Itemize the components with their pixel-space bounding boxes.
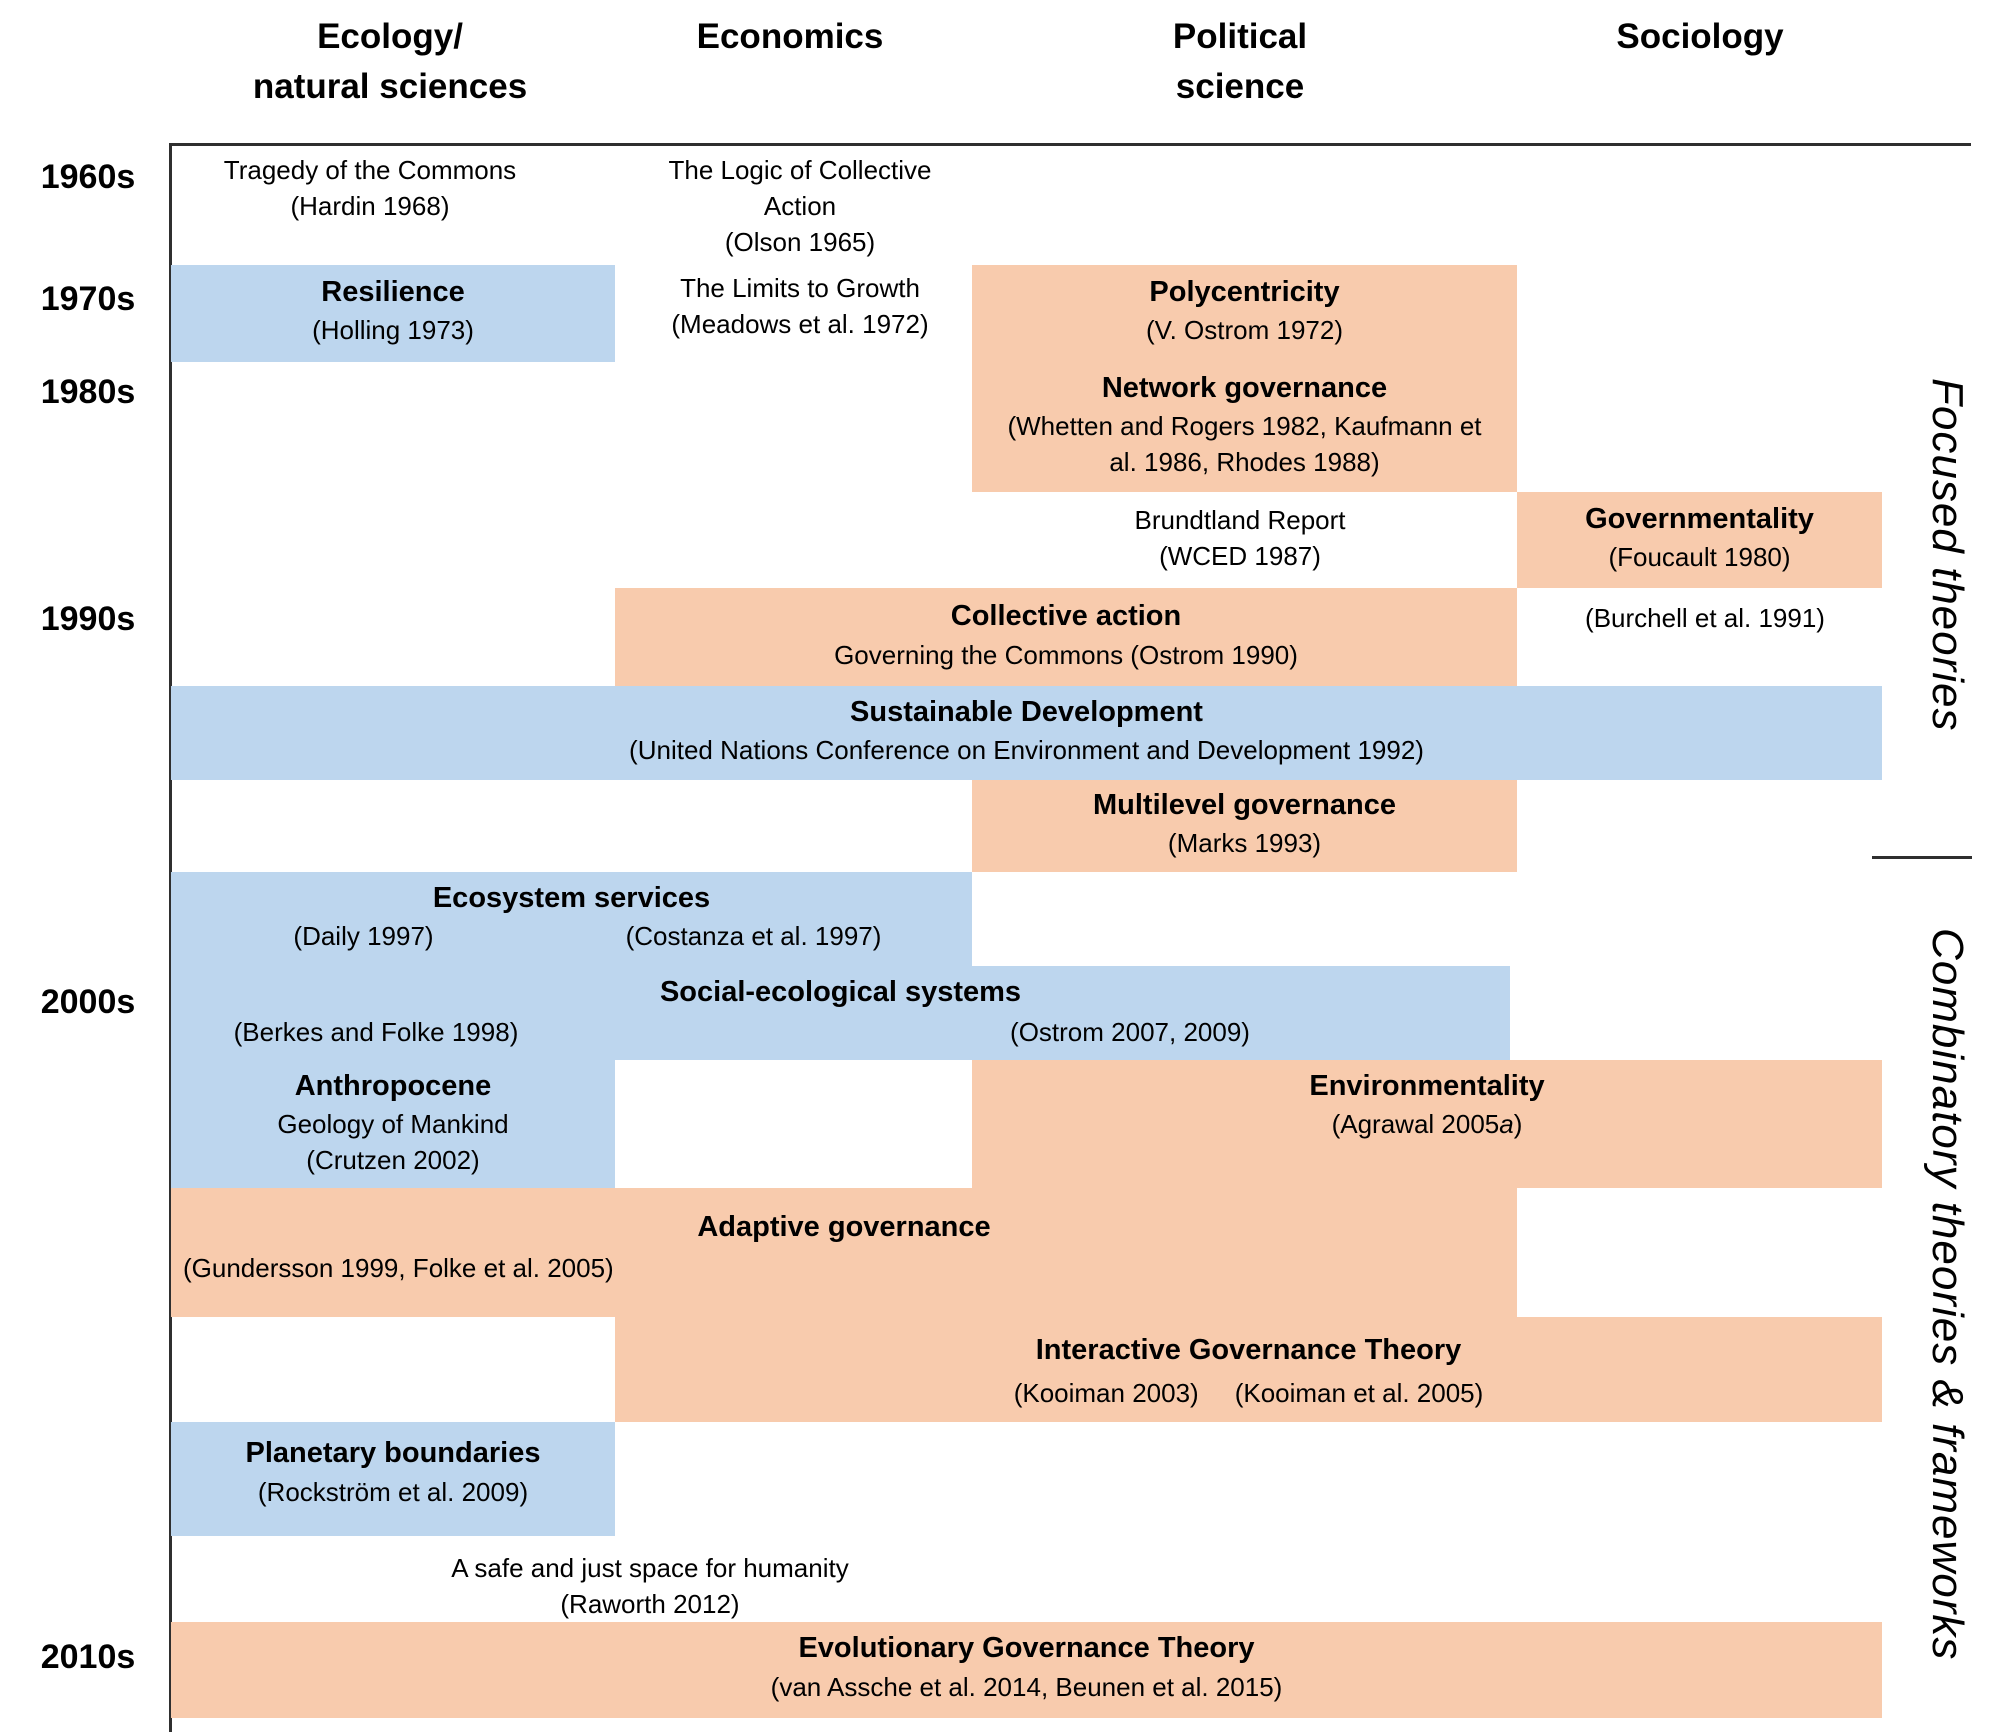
block-citation: (Gundersson 1999, Folke et al. 2005)	[183, 1253, 614, 1283]
decade-label-2010s: 2010s	[40, 1638, 136, 1676]
block-citation: (Marks 1993)	[1167, 828, 1322, 858]
side-label-divider-line	[1872, 856, 1972, 859]
text-limits-to-growth: The Limits to Growth (Meadows et al. 197…	[671, 273, 929, 339]
block-title: Sustainable Development	[850, 696, 1203, 728]
block-title: Multilevel governance	[1093, 789, 1396, 821]
text-safe-and-just-space: A safe and just space for humanity (Rawo…	[451, 1553, 849, 1619]
block-governmentality: Governmentality (Foucault 1980)	[1517, 492, 1882, 588]
side-label-combinatory-theories: Combinatory theories & frameworks	[1923, 927, 1972, 1661]
block-title: Anthropocene	[294, 1070, 492, 1102]
decade-label-1980s: 1980s	[40, 373, 136, 411]
block-polycentricity-network-governance: Polycentricity (V. Ostrom 1972) Network …	[972, 265, 1517, 492]
chart-left-border-line	[169, 143, 172, 1732]
block-citation: Governing the Commons (Ostrom 1990)	[834, 640, 1298, 670]
citation-text: (Agrawal 2005	[1331, 1109, 1500, 1139]
text-tragedy-of-the-commons: Tragedy of the Commons (Hardin 1968)	[223, 155, 517, 221]
decade-label-1960s: 1960s	[40, 158, 136, 196]
block-citation: (van Assche et al. 2014, Beunen et al. 2…	[770, 1672, 1283, 1702]
block-citation-left: (Daily 1997)	[293, 921, 434, 951]
block-adaptive-governance: Adaptive governance (Gundersson 1999, Fo…	[171, 1188, 1517, 1317]
block-citation-right: (Kooiman et al. 2005)	[1234, 1378, 1484, 1408]
citation-italic-letter: a	[1499, 1109, 1514, 1139]
block-title: Polycentricity	[1149, 276, 1340, 308]
column-header-ecology: Ecology/ natural sciences	[252, 17, 528, 106]
block-title: Adaptive governance	[697, 1211, 991, 1243]
block-environmentality: Environmentality (Agrawal 2005a)	[972, 1060, 1882, 1188]
text-burchell-citation: (Burchell et al. 1991)	[1585, 603, 1825, 633]
decade-label-2000s: 2000s	[40, 983, 136, 1021]
block-citation-left: (Berkes and Folke 1998)	[233, 1017, 519, 1047]
block-anthropocene: Anthropocene Geology of Mankind (Crutzen…	[171, 1060, 615, 1188]
block-planetary-boundaries: Planetary boundaries (Rockström et al. 2…	[171, 1422, 615, 1536]
block-citation: (Foucault 1980)	[1608, 542, 1791, 572]
block-title: Governmentality	[1585, 503, 1814, 535]
block-citation: (V. Ostrom 1972)	[1145, 315, 1343, 345]
block-title: Interactive Governance Theory	[1035, 1334, 1462, 1366]
block-social-ecological-systems: Social-ecological systems (Berkes and Fo…	[171, 966, 1510, 1060]
column-header-sociology: Sociology	[1616, 17, 1784, 56]
block-citation: (Agrawal 2005a)	[972, 1106, 1882, 1142]
block-citation-left: (Kooiman 2003)	[1013, 1378, 1199, 1408]
block-title: Social-ecological systems	[659, 976, 1022, 1008]
block-title: Ecosystem services	[432, 882, 711, 914]
column-header-economics: Economics	[696, 17, 884, 56]
block-title: Planetary boundaries	[245, 1437, 541, 1469]
block-sustainable-development: Sustainable Development (United Nations …	[171, 686, 1882, 780]
block-title: Collective action	[950, 600, 1182, 632]
block-multilevel-governance: Multilevel governance (Marks 1993)	[972, 780, 1517, 872]
decade-label-1970s: 1970s	[40, 280, 136, 318]
block-evolutionary-governance-theory: Evolutionary Governance Theory (van Assc…	[171, 1622, 1882, 1718]
side-label-focused-theories: Focused theories	[1923, 378, 1972, 732]
block-subtitle: Geology of Mankind	[277, 1109, 509, 1139]
block-title: Resilience	[321, 276, 465, 308]
column-header-political-science: Political science	[1172, 17, 1308, 106]
block-citation-right: (Ostrom 2007, 2009)	[1010, 1017, 1250, 1047]
block-citation: (Crutzen 2002)	[306, 1145, 480, 1175]
text-brundtland-report: Brundtland Report (WCED 1987)	[1134, 505, 1346, 571]
block-citation: (Rockström et al. 2009)	[257, 1477, 529, 1507]
block-citation: (United Nations Conference on Environmen…	[629, 735, 1424, 765]
block-collective-action: Collective action Governing the Commons …	[615, 588, 1517, 686]
block-interactive-governance-theory: Interactive Governance Theory (Kooiman 2…	[615, 1317, 1882, 1422]
decade-label-1990s: 1990s	[40, 600, 136, 638]
block-title: Environmentality	[1309, 1070, 1545, 1102]
citation-text: )	[1513, 1109, 1523, 1139]
block-ecosystem-services: Ecosystem services (Daily 1997) (Costanz…	[171, 872, 972, 966]
block-resilience: Resilience (Holling 1973)	[171, 265, 615, 362]
block-citation-right: (Costanza et al. 1997)	[625, 921, 882, 951]
block-citation-row: (Kooiman 2003) (Kooiman et al. 2005)	[615, 1375, 1882, 1411]
text-logic-of-collective-action: The Logic of Collective Action (Olson 19…	[668, 155, 932, 257]
block-citation: (Whetten and Rogers 1982, Kaufmann et al…	[1007, 411, 1482, 477]
block-title: Evolutionary Governance Theory	[798, 1632, 1255, 1664]
block-title: Network governance	[1101, 372, 1388, 404]
chart-top-border-line	[171, 143, 1971, 146]
block-citation: (Holling 1973)	[312, 315, 474, 345]
